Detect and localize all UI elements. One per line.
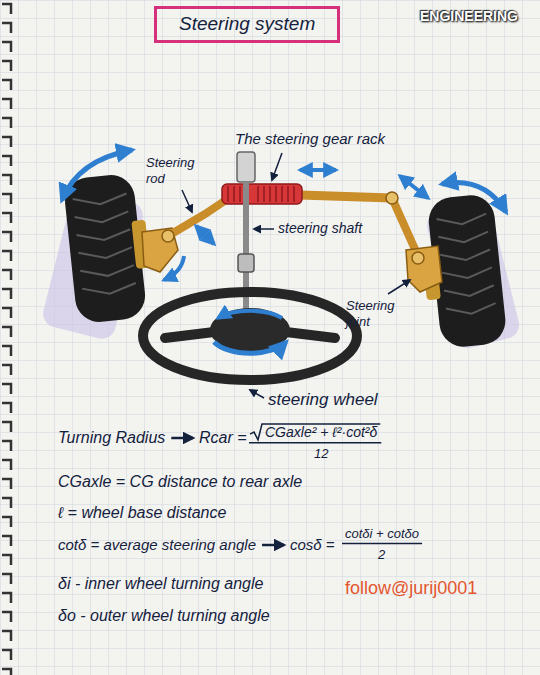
motion-arrow [62,150,132,200]
formula-text: Rcar = [199,428,247,447]
formula-arrow [262,544,284,547]
part-label: The steering gear rack [235,130,385,148]
rack-rod [300,195,392,198]
motion-arrow [300,168,336,172]
watermark: ENGINEERING [420,8,518,25]
left-knuckle [142,228,178,272]
right-tie-rod [392,198,418,256]
leader-line [388,280,410,294]
ball-joint [162,230,174,242]
part-label: steering shaft [278,220,362,237]
root-sign [250,424,380,440]
motion-arrow [442,183,506,212]
formula-arrow [171,437,193,440]
steering-shaft [243,182,249,318]
formula-text: cosδ = [290,536,335,554]
formula-numerator: CGaxle² + ℓ²·cot²δ [265,424,377,441]
ball-joint [386,192,398,204]
rotation-arrow [218,311,282,318]
steering-wheel-rim [143,292,357,380]
formula-denominator: 2 [378,547,385,563]
motion-arrow [196,226,214,244]
fraction-bar [249,442,381,444]
leader-line [254,228,274,230]
universal-joint [238,254,254,272]
left-tie-rod [168,200,226,236]
gear-rack [222,184,302,204]
formula-note: δi - inner wheel turning angle [58,574,263,593]
formula-text: Turning Radius [58,428,165,447]
formula-note: cotδ = average steering angle [58,536,256,554]
leader-line [272,153,282,180]
formula-denominator: 12 [314,446,328,462]
fraction-bar [342,543,422,545]
ball-joint [412,252,424,264]
rotation-arrow [214,342,286,353]
motion-arrow [400,176,428,198]
part-label: steering wheel [268,390,378,410]
diagram-title: Steering system [154,6,340,43]
rack-teeth [228,186,294,202]
left-wheel [63,172,156,324]
leader-line [250,390,264,398]
motion-arrow [164,256,184,280]
formula-numerator: cotδi + cotδo [345,526,419,542]
formula-note: ℓ = wheel base distance [58,503,226,522]
formula-note: δo - outer wheel turning angle [58,606,270,625]
binding [0,0,16,675]
credit-handle: follow@jurij0001 [345,578,477,600]
leader-line [182,190,192,212]
part-label: Steering rod [146,155,210,186]
pinion [237,152,255,182]
right-knuckle [406,246,442,292]
formula-note: CGaxle = CG distance to rear axle [58,472,302,491]
part-label: Steering joint [346,298,410,329]
